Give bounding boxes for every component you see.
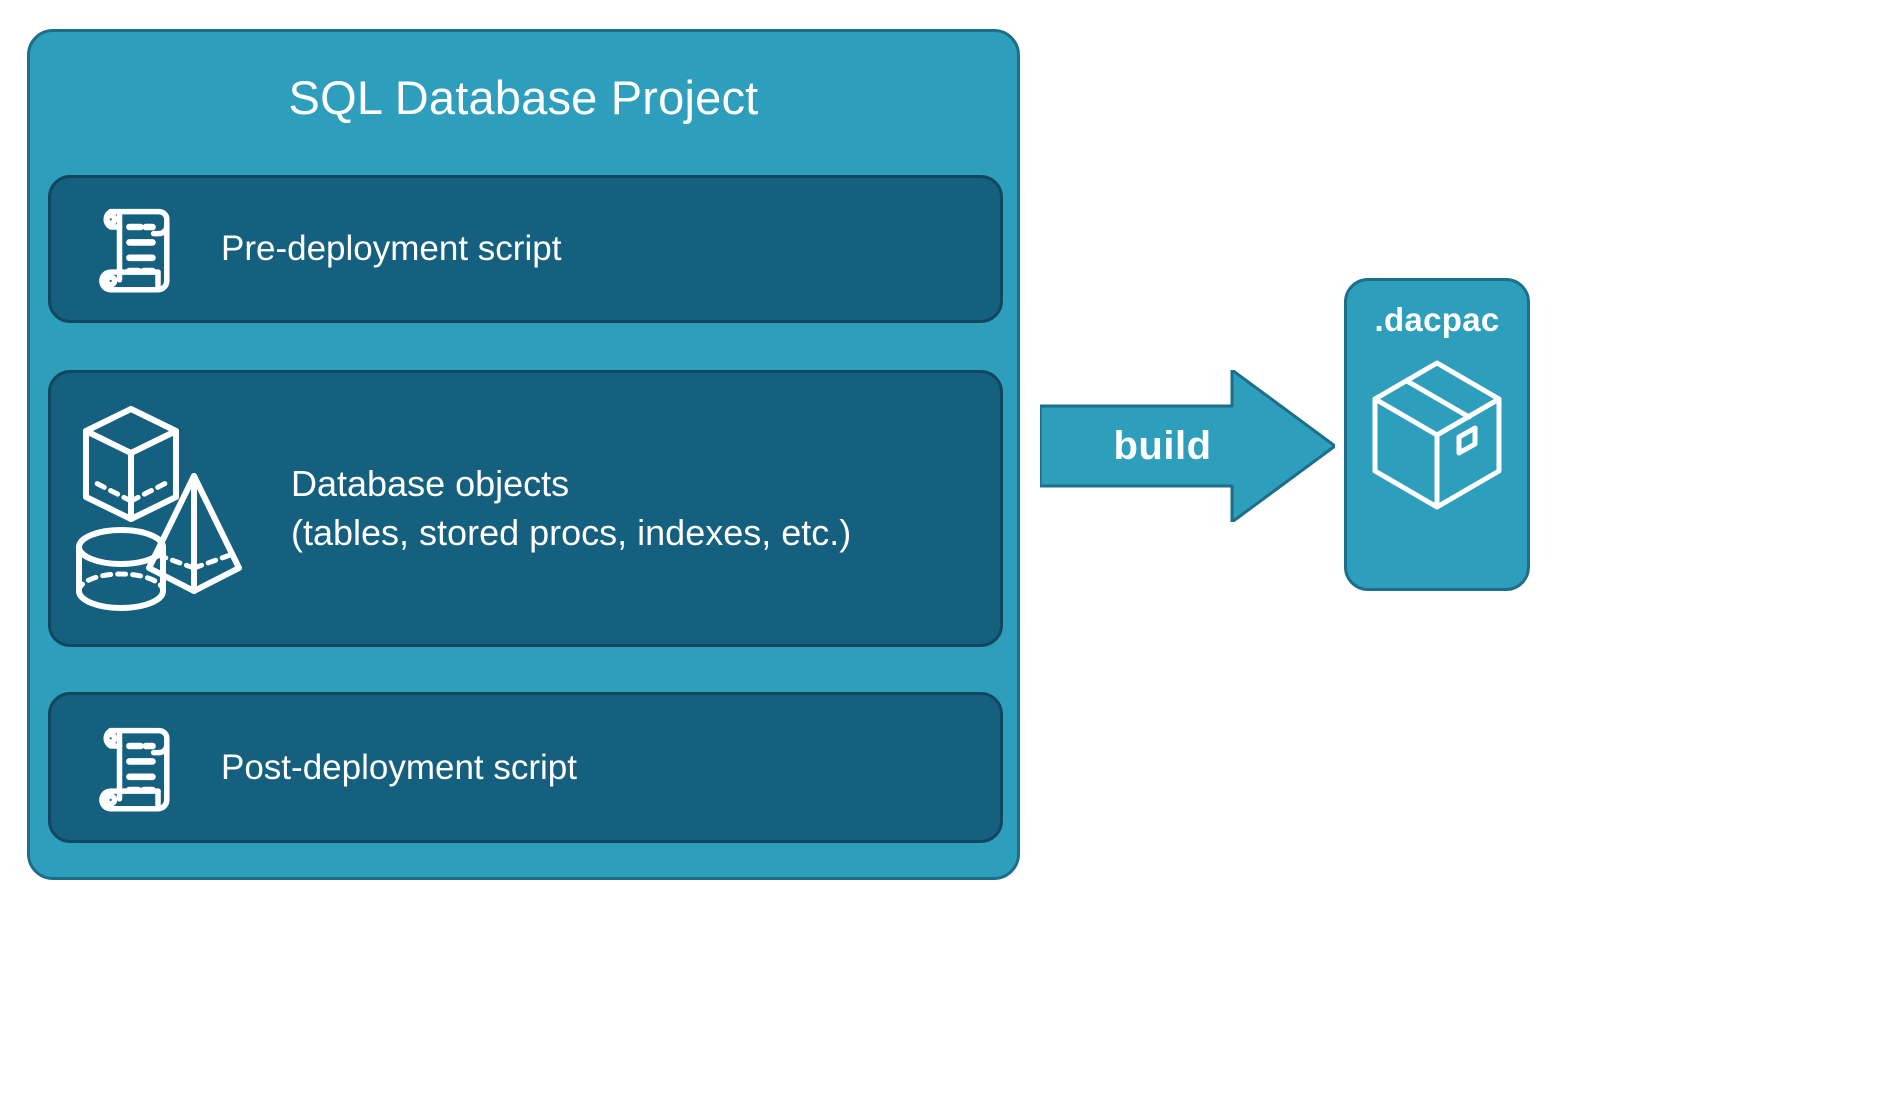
card-database-objects-label-line2: (tables, stored procs, indexes, etc.) (291, 511, 852, 553)
package-box-icon (1372, 360, 1502, 510)
shapes-icon (51, 401, 291, 616)
sql-database-project-panel: SQL Database Project (27, 29, 1020, 880)
scroll-icon (51, 194, 221, 304)
card-pre-deployment-label: Pre-deployment script (221, 229, 562, 269)
right-arrow-icon (1040, 370, 1335, 522)
scroll-icon (51, 713, 221, 823)
dacpac-title: .dacpac (1374, 301, 1500, 338)
card-database-objects-label-line1: Database objects (291, 462, 570, 504)
card-database-objects-label: Database objects (tables, stored procs, … (291, 460, 851, 557)
card-database-objects[interactable]: Database objects (tables, stored procs, … (48, 370, 1003, 647)
card-pre-deployment-script[interactable]: Pre-deployment script (48, 175, 1003, 323)
card-post-deployment-label: Post-deployment script (221, 747, 577, 787)
project-title: SQL Database Project (288, 71, 759, 124)
dacpac-output-box[interactable]: .dacpac (1344, 278, 1530, 591)
card-post-deployment-script[interactable]: Post-deployment script (48, 692, 1003, 843)
